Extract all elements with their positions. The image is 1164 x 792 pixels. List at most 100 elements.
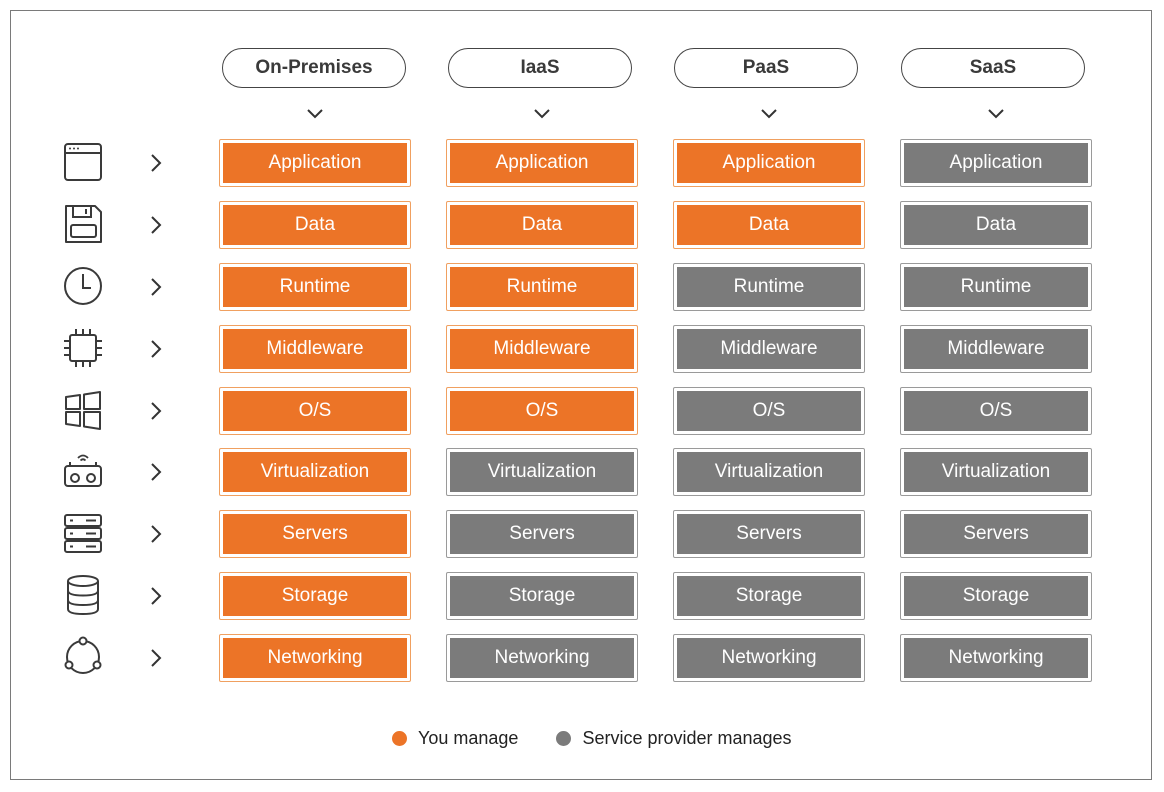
chevron-right-icon <box>148 338 164 360</box>
cell-label: Servers <box>677 514 861 554</box>
cell-label: Middleware <box>677 329 861 369</box>
clock-icon <box>60 263 106 309</box>
cell-saas-o-s: O/S <box>900 387 1092 435</box>
chevron-right-icon <box>148 400 164 422</box>
cell-iaas-application: Application <box>446 139 638 187</box>
cell-paas-middleware: Middleware <box>673 325 865 373</box>
network-nodes-icon <box>60 634 106 680</box>
browser-window-icon <box>60 139 106 185</box>
cell-iaas-middleware: Middleware <box>446 325 638 373</box>
cell-on-premises-virtualization: Virtualization <box>219 448 411 496</box>
chevron-right-icon <box>148 152 164 174</box>
floppy-disk-icon <box>60 201 106 247</box>
cell-paas-networking: Networking <box>673 634 865 682</box>
cell-label: Servers <box>450 514 634 554</box>
legend: You manage Service provider manages <box>392 728 830 749</box>
chevron-right-icon <box>148 276 164 298</box>
cell-label: Runtime <box>677 267 861 307</box>
windows-logo-icon <box>60 387 106 433</box>
cell-label: O/S <box>450 391 634 431</box>
cell-saas-data: Data <box>900 201 1092 249</box>
cell-on-premises-o-s: O/S <box>219 387 411 435</box>
cell-paas-application: Application <box>673 139 865 187</box>
legend-label-you-manage: You manage <box>418 728 519 748</box>
cell-label: Networking <box>223 638 407 678</box>
cell-label: Data <box>450 205 634 245</box>
column-header-on-premises: On-Premises <box>222 48 406 88</box>
cell-on-premises-networking: Networking <box>219 634 411 682</box>
database-icon <box>60 572 106 618</box>
cell-saas-networking: Networking <box>900 634 1092 682</box>
cell-on-premises-middleware: Middleware <box>219 325 411 373</box>
cell-label: O/S <box>904 391 1088 431</box>
column-header-saas: SaaS <box>901 48 1085 88</box>
cell-iaas-o-s: O/S <box>446 387 638 435</box>
cell-label: Middleware <box>223 329 407 369</box>
cell-saas-middleware: Middleware <box>900 325 1092 373</box>
gray-dot-icon <box>556 731 572 746</box>
cell-label: Storage <box>450 576 634 616</box>
cell-paas-runtime: Runtime <box>673 263 865 311</box>
cell-label: Networking <box>904 638 1088 678</box>
cell-label: Data <box>904 205 1088 245</box>
chevron-right-icon <box>148 214 164 236</box>
cell-iaas-storage: Storage <box>446 572 638 620</box>
cell-on-premises-application: Application <box>219 139 411 187</box>
cell-iaas-networking: Networking <box>446 634 638 682</box>
legend-item-provider-manages: Service provider manages <box>556 728 792 749</box>
cell-label: Application <box>677 143 861 183</box>
cell-saas-storage: Storage <box>900 572 1092 620</box>
cell-on-premises-storage: Storage <box>219 572 411 620</box>
cell-saas-virtualization: Virtualization <box>900 448 1092 496</box>
chevron-right-icon <box>148 523 164 545</box>
cell-label: Storage <box>677 576 861 616</box>
cell-iaas-data: Data <box>446 201 638 249</box>
legend-item-you-manage: You manage <box>392 728 518 749</box>
cell-label: Application <box>223 143 407 183</box>
legend-label-provider-manages: Service provider manages <box>582 728 792 748</box>
chevron-down-icon <box>760 106 778 122</box>
column-header-iaas: IaaS <box>448 48 632 88</box>
cell-saas-servers: Servers <box>900 510 1092 558</box>
cell-label: Runtime <box>223 267 407 307</box>
cell-label: Middleware <box>904 329 1088 369</box>
cell-saas-runtime: Runtime <box>900 263 1092 311</box>
server-rack-icon <box>60 510 106 556</box>
chevron-right-icon <box>148 647 164 669</box>
vr-headset-icon <box>60 448 106 494</box>
orange-dot-icon <box>392 731 407 746</box>
cell-label: Application <box>904 143 1088 183</box>
cell-label: Runtime <box>450 267 634 307</box>
chevron-down-icon <box>306 106 324 122</box>
cell-iaas-servers: Servers <box>446 510 638 558</box>
cell-label: O/S <box>223 391 407 431</box>
cell-label: Networking <box>450 638 634 678</box>
cell-label: Networking <box>677 638 861 678</box>
cell-paas-data: Data <box>673 201 865 249</box>
cell-label: Storage <box>223 576 407 616</box>
cell-label: Data <box>677 205 861 245</box>
cell-on-premises-servers: Servers <box>219 510 411 558</box>
cell-saas-application: Application <box>900 139 1092 187</box>
chevron-right-icon <box>148 461 164 483</box>
cell-label: Virtualization <box>904 452 1088 492</box>
cell-label: Virtualization <box>223 452 407 492</box>
cell-label: Runtime <box>904 267 1088 307</box>
cell-paas-storage: Storage <box>673 572 865 620</box>
cell-label: O/S <box>677 391 861 431</box>
chevron-down-icon <box>533 106 551 122</box>
cell-paas-virtualization: Virtualization <box>673 448 865 496</box>
column-header-paas: PaaS <box>674 48 858 88</box>
cell-label: Middleware <box>450 329 634 369</box>
cell-on-premises-data: Data <box>219 201 411 249</box>
chevron-right-icon <box>148 585 164 607</box>
cell-label: Virtualization <box>677 452 861 492</box>
cell-label: Storage <box>904 576 1088 616</box>
cell-label: Virtualization <box>450 452 634 492</box>
chevron-down-icon <box>987 106 1005 122</box>
cpu-chip-icon <box>60 325 106 371</box>
cell-on-premises-runtime: Runtime <box>219 263 411 311</box>
cell-label: Application <box>450 143 634 183</box>
cell-label: Servers <box>904 514 1088 554</box>
cell-iaas-virtualization: Virtualization <box>446 448 638 496</box>
